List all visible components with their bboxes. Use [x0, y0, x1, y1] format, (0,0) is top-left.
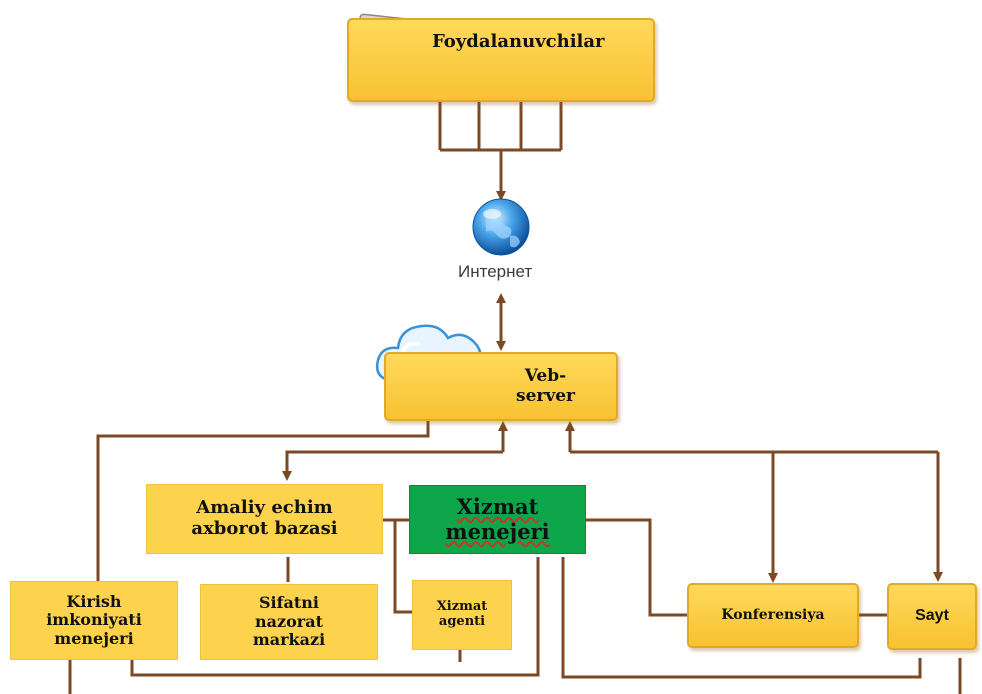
site-label: Sayt	[915, 607, 949, 625]
users-box: Foydalanuvchilar	[347, 18, 655, 102]
users-label: Foydalanuvchilar	[432, 31, 605, 52]
globe-icon	[472, 198, 530, 256]
quality-center-label: Sifatni nazorat markazi	[252, 593, 326, 650]
access-manager-label: Kirish imkoniyati menejeri	[46, 591, 142, 648]
knowledge-base-label: Amaliy echim axborot bazasi	[191, 497, 338, 539]
conference-label: Konferensiya	[721, 607, 825, 624]
internet-label: Интернет	[458, 262, 533, 281]
quality-center-box: Sifatni nazorat markazi	[200, 584, 378, 660]
service-manager-label: Xizmat menejeri	[445, 494, 550, 544]
site-box: Sayt	[887, 583, 977, 650]
conference-box: Konferensiya	[687, 583, 859, 648]
service-manager-box: Xizmat menejeri	[409, 485, 586, 554]
webserver-box: Veb- server	[384, 352, 618, 421]
knowledge-base-box: Amaliy echim axborot bazasi	[146, 484, 383, 554]
access-manager-box: Kirish imkoniyati menejeri	[10, 581, 178, 660]
service-agent-box: Xizmat agenti	[412, 580, 512, 650]
webserver-label: Veb- server	[516, 366, 575, 406]
service-agent-label: Xizmat agenti	[436, 599, 488, 629]
